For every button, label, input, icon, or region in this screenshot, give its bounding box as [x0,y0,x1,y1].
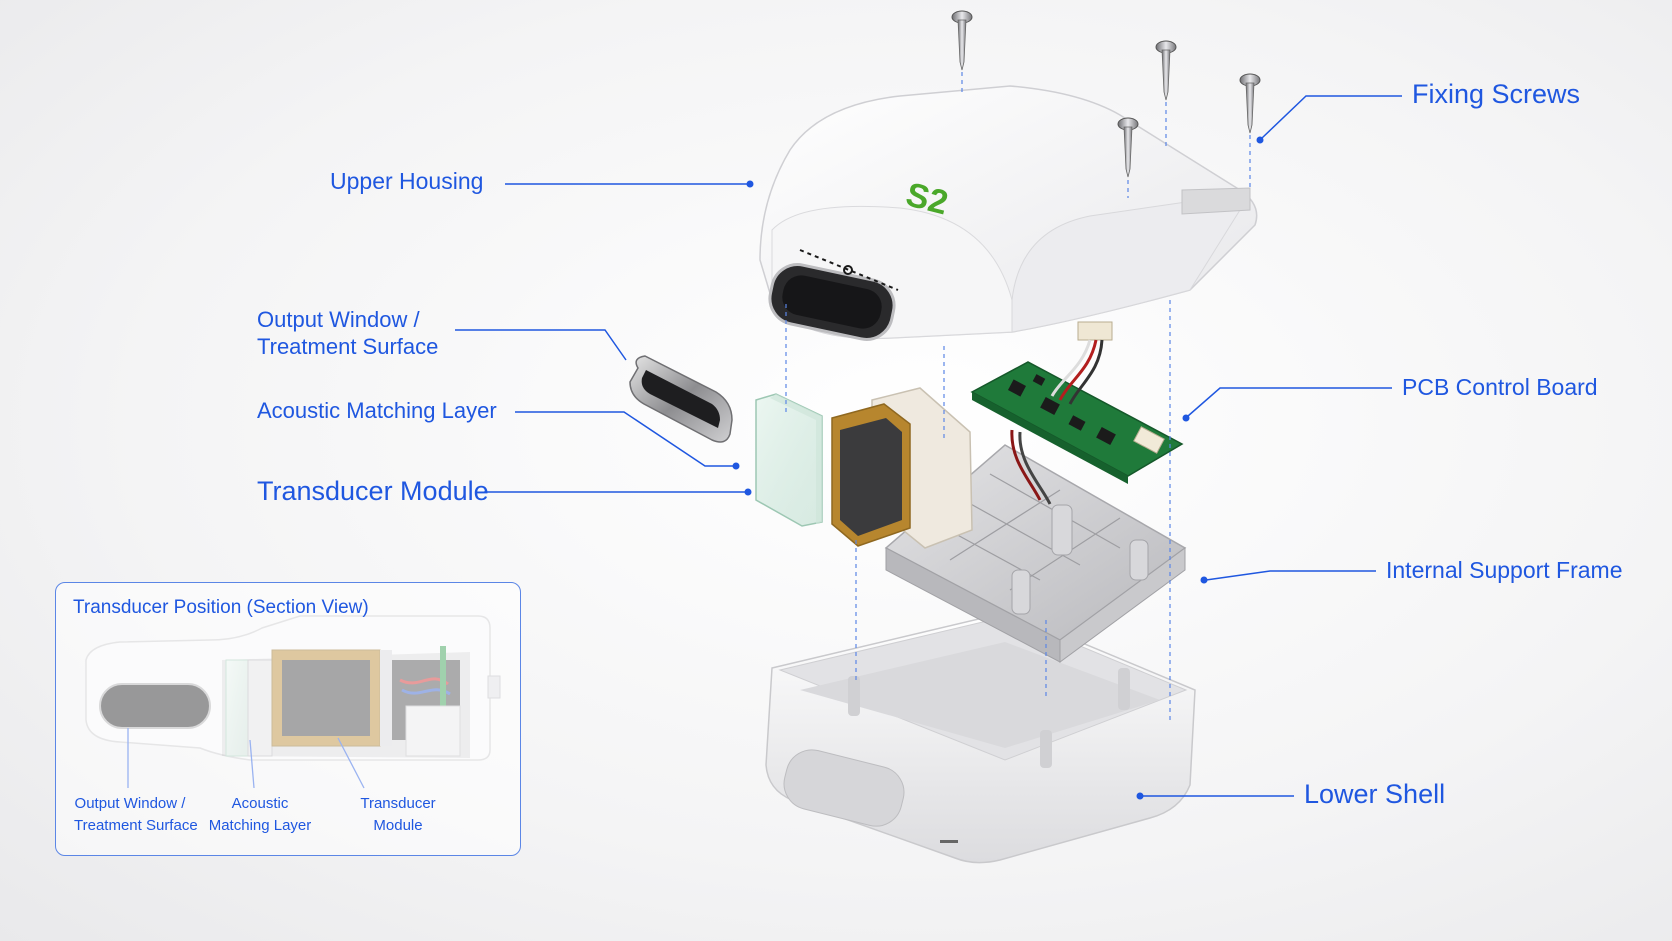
fixing-screws [951,10,1261,178]
inset-label-transducer-module: Transducer Module [360,795,436,834]
label-internal-support-frame: Internal Support Frame [1386,557,1623,583]
label-acoustic-matching-layer: Acoustic Matching Layer [257,398,497,423]
label-lower-shell: Lower Shell [1304,779,1446,809]
section-view-inset: Transducer Position (Section View) Outpu… [55,582,521,856]
label-pcb-control-board: PCB Control Board [1402,374,1598,400]
upper-housing [759,85,1258,341]
label-transducer-module: Transducer Module [257,476,489,506]
lower-shell [765,611,1196,864]
output-window-part [629,355,733,443]
leader-dots [732,136,1264,800]
label-output-window: Output Window / Treatment Surface [257,307,439,359]
pcb-control-board [970,321,1184,505]
inset-title: Transducer Position (Section View) [73,597,369,618]
screw-2 [1155,40,1177,101]
transducer-module [831,387,973,549]
acoustic-matching-layer [755,393,823,527]
inset-label-output-window: Output Window / Treatment Surface [74,795,198,834]
leader-lines [455,95,1402,797]
label-upper-housing: Upper Housing [330,168,484,194]
screw-3 [1239,73,1261,134]
screw-1 [951,10,973,71]
alignment-lines [785,72,1251,720]
inset-label-acoustic-layer: Acoustic Matching Layer [208,795,312,834]
screw-4 [1117,117,1139,178]
label-fixing-screws: Fixing Screws [1412,79,1581,109]
